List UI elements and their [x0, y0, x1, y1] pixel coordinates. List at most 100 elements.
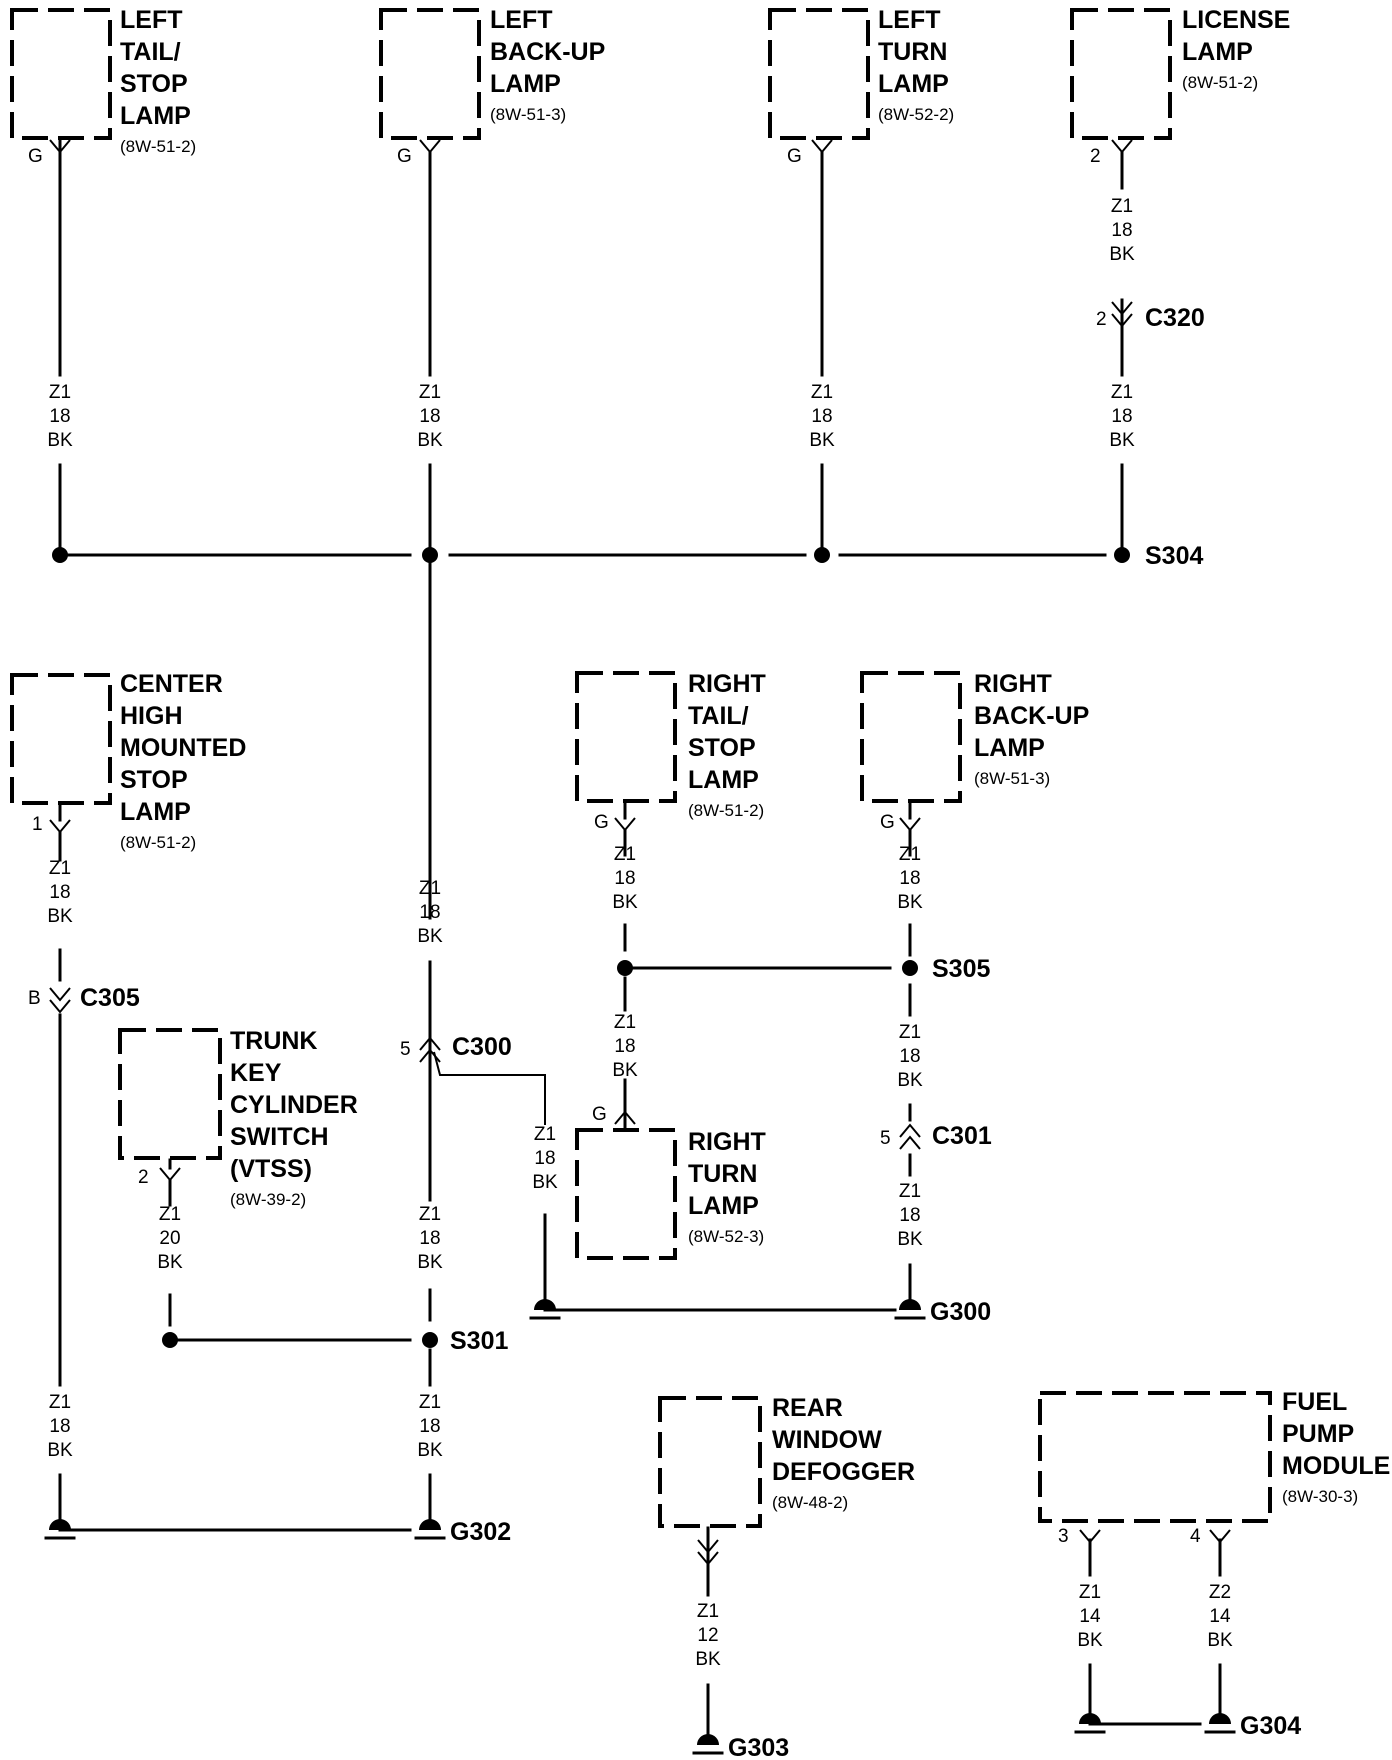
- connector-c320: 2 C320: [1096, 298, 1205, 337]
- svg-text:PUMP: PUMP: [1282, 1420, 1354, 1448]
- left-backup-lamp-label-3: LAMP: [490, 70, 561, 98]
- svg-text:LAMP: LAMP: [974, 734, 1045, 762]
- grounds: G300 G302 G303 G304: [44, 1298, 1301, 1760]
- svg-text:MOUNTED: MOUNTED: [120, 734, 246, 762]
- wires: [58, 150, 1222, 1742]
- trunk-switch-label-2: KEY: [230, 1059, 282, 1087]
- svg-text:REAR: REAR: [772, 1394, 843, 1422]
- left-tail-stop-lamp-label-3: STOP: [120, 70, 188, 98]
- connector-c300: 5 C300: [400, 1033, 512, 1063]
- license-lamp-label-2: LAMP: [1182, 38, 1253, 66]
- right-tail-stop-lamp: RIGHT TAIL/ STOP LAMP (8W-51-2) G: [575, 670, 766, 833]
- left-turn-lamp-label-1: LEFT: [878, 6, 941, 34]
- splices: S304 S305 S301: [52, 542, 1203, 1355]
- svg-text:LAMP: LAMP: [688, 1192, 759, 1220]
- connector-c300-label: C300: [452, 1033, 512, 1061]
- svg-text:TAIL/: TAIL/: [120, 38, 181, 66]
- left-tail-stop-lamp-label-1: LEFT: [120, 6, 183, 34]
- fuel-pump-pin-4: 4: [1190, 1526, 1201, 1547]
- svg-text:TURN: TURN: [878, 38, 947, 66]
- left-tail-stop-lamp: LEFT TAIL/ STOP LAMP (8W-51-2) G: [10, 6, 196, 167]
- right-tail-stop-lamp-ref: (8W-51-2): [688, 801, 764, 820]
- right-turn-lamp: RIGHT TURN LAMP (8W-52-3) G: [575, 1104, 766, 1260]
- wire-code-color: Z1: [49, 382, 71, 403]
- ground-g304-label: G304: [1240, 1712, 1301, 1740]
- svg-text:MODULE: MODULE: [1282, 1452, 1390, 1480]
- svg-text:FUEL: FUEL: [1282, 1388, 1347, 1416]
- fuel-pump-label-1: FUEL: [1282, 1388, 1347, 1416]
- right-backup-lamp-label-1: RIGHT: [974, 670, 1052, 698]
- left-backup-lamp-pin: G: [397, 146, 412, 167]
- trunk-switch-label-4: SWITCH: [230, 1123, 329, 1151]
- svg-text:LEFT: LEFT: [878, 6, 941, 34]
- right-tail-stop-lamp-label-1: RIGHT: [688, 670, 766, 698]
- svg-text:LEFT: LEFT: [120, 6, 183, 34]
- left-backup-lamp: LEFT BACK-UP LAMP (8W-51-3) G: [379, 6, 605, 167]
- right-tail-stop-lamp-label-3: STOP: [688, 734, 756, 762]
- fuel-pump-label-2: PUMP: [1282, 1420, 1354, 1448]
- svg-text:KEY: KEY: [230, 1059, 282, 1087]
- trunk-switch-pin: 2: [138, 1167, 149, 1188]
- splice-s305-label: S305: [932, 955, 990, 983]
- connector-c320-pin: 2: [1096, 309, 1107, 330]
- left-tail-stop-lamp-label-2: TAIL/: [120, 38, 181, 66]
- rear-defogger-ref: (8W-48-2): [772, 1493, 848, 1512]
- rear-window-defogger: REAR WINDOW DEFOGGER (8W-48-2): [658, 1394, 915, 1566]
- left-turn-lamp-label-3: LAMP: [878, 70, 949, 98]
- rear-defogger-label-1: REAR: [772, 1394, 843, 1422]
- trunk-switch-label-3: CYLINDER: [230, 1091, 358, 1119]
- svg-text:HIGH: HIGH: [120, 702, 183, 730]
- right-backup-lamp-label-2: BACK-UP: [974, 702, 1089, 730]
- svg-text:LAMP: LAMP: [688, 766, 759, 794]
- svg-text:LICENSE: LICENSE: [1182, 6, 1290, 34]
- svg-text:BACK-UP: BACK-UP: [490, 38, 605, 66]
- svg-text:(VTSS): (VTSS): [230, 1155, 312, 1183]
- connector-c301-label: C301: [932, 1122, 992, 1150]
- trunk-switch-ref: (8W-39-2): [230, 1190, 306, 1209]
- connector-c320-label: C320: [1145, 304, 1205, 332]
- right-turn-lamp-pin: G: [592, 1104, 607, 1125]
- rear-defogger-label-2: WINDOW: [772, 1426, 882, 1454]
- trunk-switch-label-5: (VTSS): [230, 1155, 312, 1183]
- right-backup-lamp-pin: G: [880, 812, 895, 833]
- rear-defogger-label-3: DEFOGGER: [772, 1458, 915, 1486]
- svg-text:TURN: TURN: [688, 1160, 757, 1188]
- svg-text:LAMP: LAMP: [120, 798, 191, 826]
- chmsl-pin: 1: [32, 814, 43, 835]
- svg-text:SWITCH: SWITCH: [230, 1123, 329, 1151]
- svg-text:WINDOW: WINDOW: [772, 1426, 882, 1454]
- svg-text:RIGHT: RIGHT: [688, 1128, 766, 1156]
- right-tail-stop-lamp-pin: G: [594, 812, 609, 833]
- left-tail-stop-lamp-label-4: LAMP: [120, 102, 191, 130]
- svg-text:RIGHT: RIGHT: [974, 670, 1052, 698]
- left-backup-lamp-label-1: LEFT: [490, 6, 553, 34]
- splice-s304-label: S304: [1145, 542, 1203, 570]
- connector-c301-pin: 5: [880, 1128, 891, 1149]
- license-lamp-label-1: LICENSE: [1182, 6, 1290, 34]
- svg-text:STOP: STOP: [120, 70, 188, 98]
- svg-text:DEFOGGER: DEFOGGER: [772, 1458, 915, 1486]
- left-tail-stop-lamp-ref: (8W-51-2): [120, 137, 196, 156]
- svg-text:LEFT: LEFT: [490, 6, 553, 34]
- ground-g303-label: G303: [728, 1734, 789, 1760]
- right-backup-lamp-label-3: LAMP: [974, 734, 1045, 762]
- connector-c305-label: C305: [80, 984, 140, 1012]
- chmsl-label-5: LAMP: [120, 798, 191, 826]
- left-backup-lamp-label-2: BACK-UP: [490, 38, 605, 66]
- svg-text:CYLINDER: CYLINDER: [230, 1091, 358, 1119]
- right-backup-lamp-ref: (8W-51-3): [974, 769, 1050, 788]
- left-turn-lamp-label-2: TURN: [878, 38, 947, 66]
